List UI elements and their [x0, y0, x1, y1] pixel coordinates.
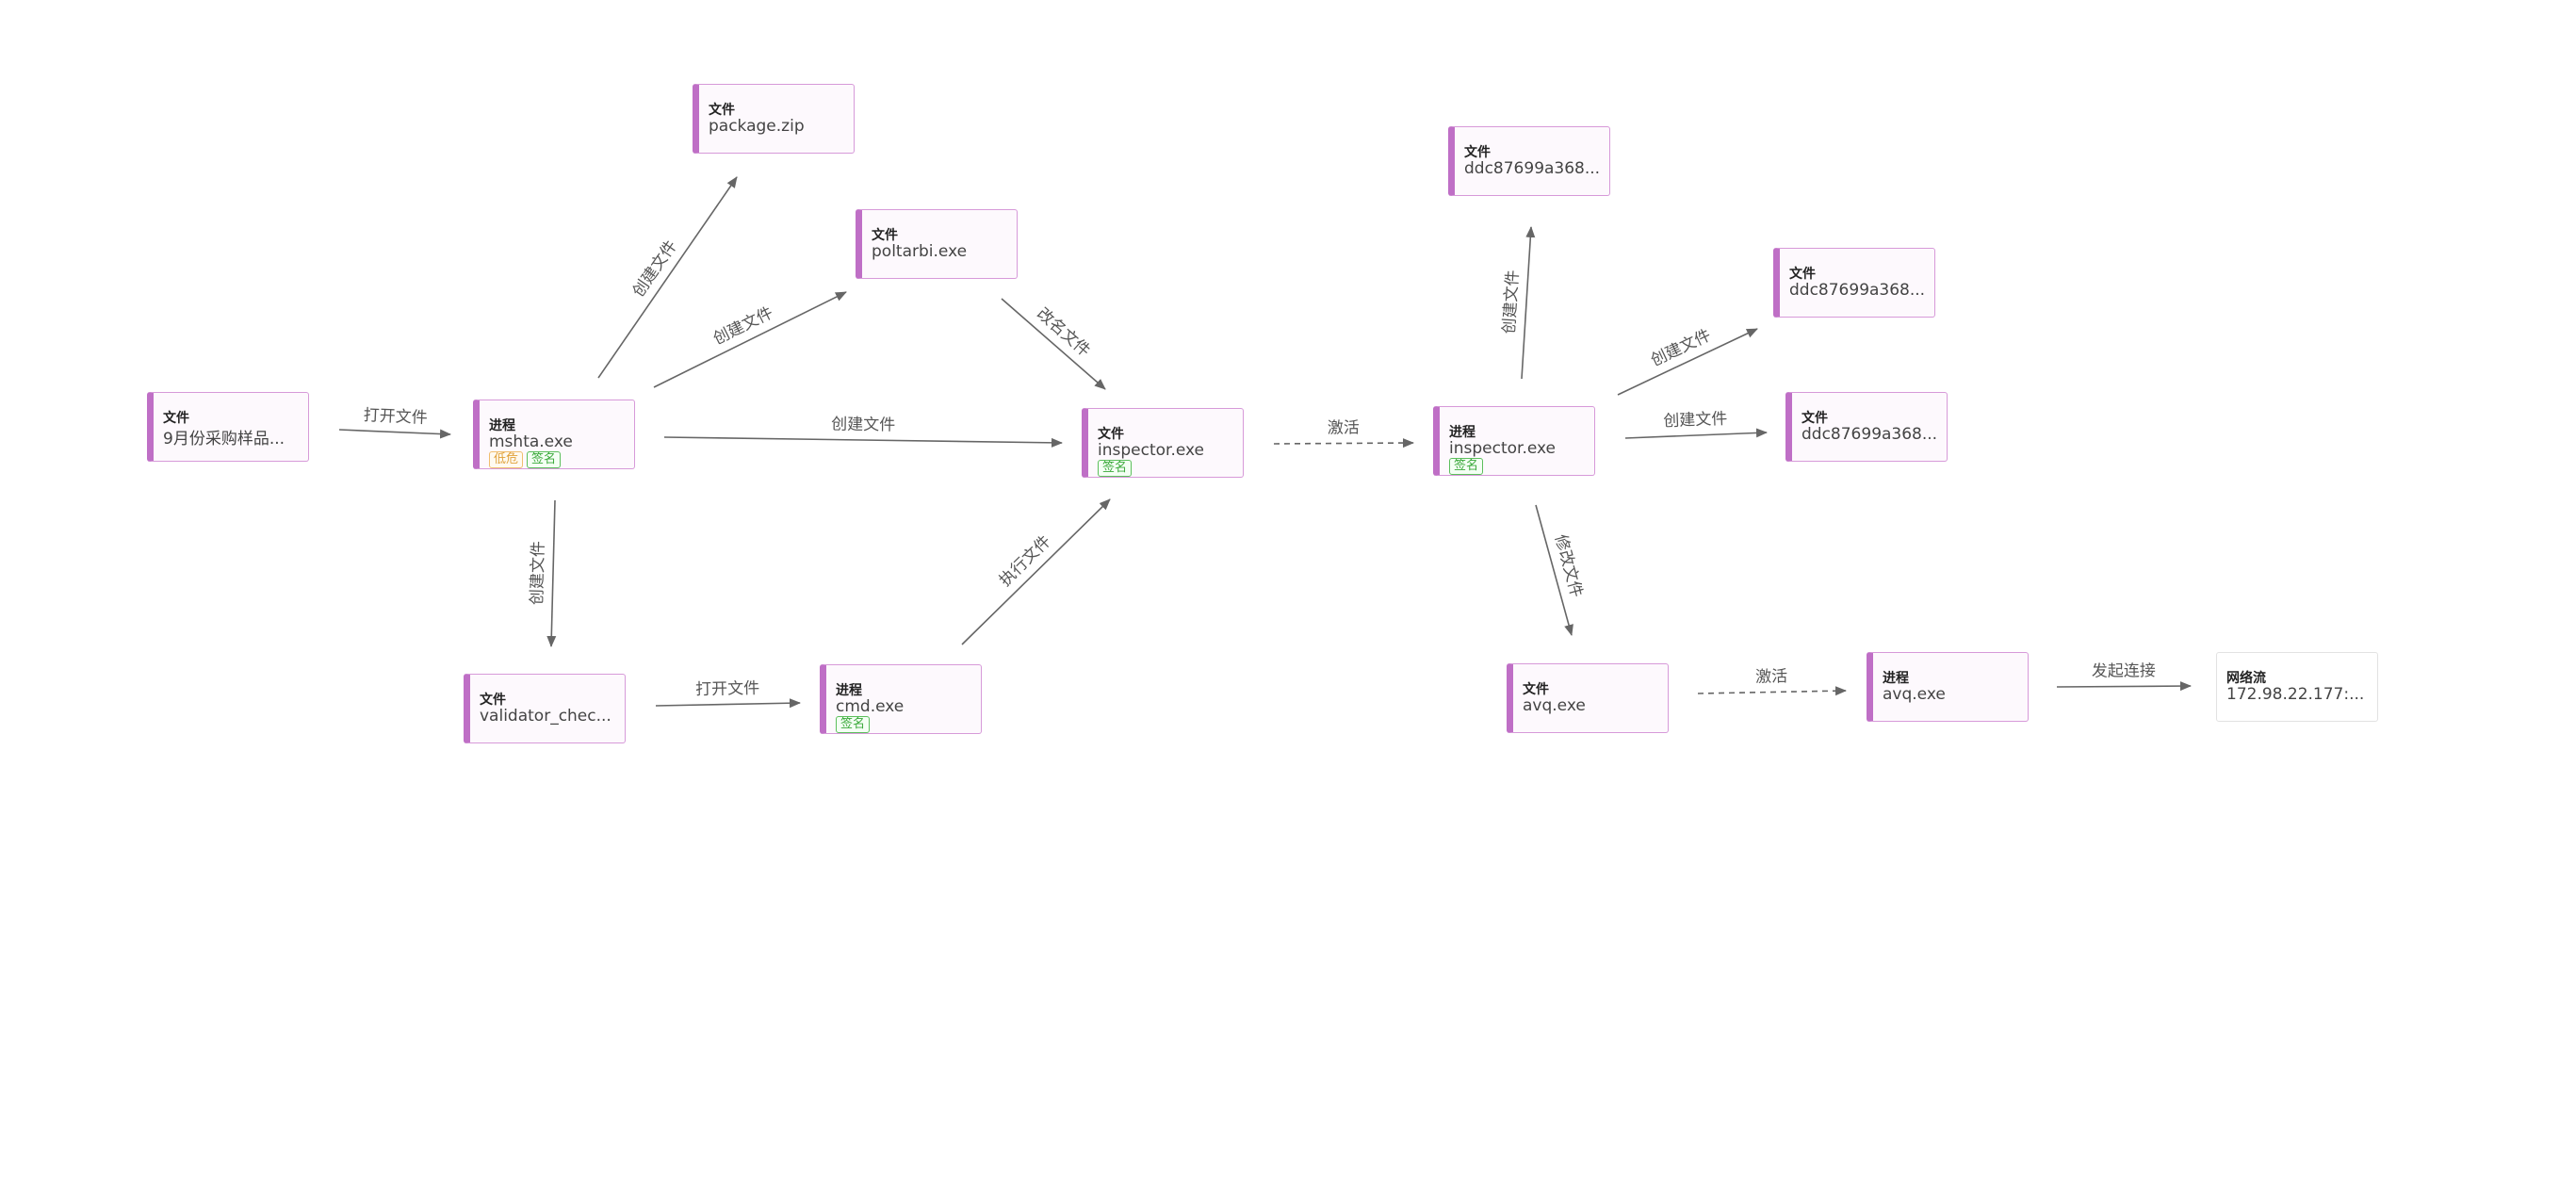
edge-n6-n7[interactable]: 打开文件 [655, 679, 801, 709]
node-badges: 签名 [1098, 460, 1133, 477]
edge-n5-n8[interactable]: 激活 [1273, 418, 1414, 449]
edge-line[interactable] [655, 698, 801, 709]
node-label: 9月份采购样品... [163, 430, 285, 449]
edge-n2-n3[interactable]: 创建文件 [597, 176, 738, 379]
node-label: avq.exe [1883, 685, 1946, 704]
edge-label: 打开文件 [363, 406, 428, 428]
edge-n12-n13[interactable]: 激活 [1697, 667, 1847, 696]
edge-n8-n10[interactable]: 创建文件 [1617, 326, 1758, 396]
edge-line[interactable] [338, 429, 451, 439]
edge-line[interactable] [2056, 681, 2192, 692]
node-label: inspector.exe [1098, 441, 1205, 460]
node-type: 文件 [163, 411, 189, 426]
edge-line[interactable] [653, 291, 847, 388]
signed-badge: 签名 [836, 716, 871, 733]
node-label: validator_chec... [480, 707, 611, 726]
edge-label: 打开文件 [695, 679, 759, 699]
edge-line[interactable] [1001, 298, 1106, 390]
edge-label: 修改文件 [1551, 532, 1586, 599]
edge-n1-n2[interactable]: 打开文件 [338, 406, 451, 439]
node-label: mshta.exe [489, 432, 573, 451]
edge-label: 创建文件 [831, 416, 895, 435]
edge-n7-n5[interactable]: 执行文件 [961, 498, 1111, 645]
edge-n2-n4[interactable]: 创建文件 [653, 291, 847, 388]
node-label: ddc87699a368... [1464, 159, 1601, 178]
node-label: ddc87699a368... [1802, 425, 1938, 444]
node-badges: 低危签名 [489, 451, 562, 468]
node-type: 文件 [1523, 682, 1549, 697]
edge-line[interactable] [1521, 226, 1536, 380]
file-node-n1[interactable]: 文件 9月份采购样品... [147, 392, 309, 462]
node-type: 进程 [836, 683, 862, 698]
node-type: 文件 [1464, 145, 1491, 160]
edge-line[interactable] [1273, 438, 1414, 449]
edge-line[interactable] [1624, 428, 1768, 439]
edge-n4-n5[interactable]: 改名文件 [1001, 298, 1106, 390]
node-badges: 签名 [1449, 458, 1484, 475]
edge-label: 发起连接 [2092, 661, 2156, 680]
risk-badge: 低危 [489, 451, 524, 468]
edge-label: 创建文件 [1648, 326, 1714, 370]
node-label: cmd.exe [836, 697, 905, 716]
node-label: poltarbi.exe [872, 242, 968, 261]
signed-badge: 签名 [527, 451, 562, 468]
edge-line[interactable] [1697, 686, 1847, 696]
edge-line[interactable] [1617, 328, 1758, 396]
edge-line[interactable] [546, 499, 557, 647]
node-type: 进程 [1883, 671, 1909, 686]
node-type: 文件 [1789, 267, 1816, 282]
edge-label: 创建文件 [528, 541, 548, 605]
edge-n2-n5[interactable]: 创建文件 [663, 416, 1063, 448]
node-type: 网络流 [2226, 671, 2266, 686]
node-label: avq.exe [1523, 696, 1586, 715]
edge-line[interactable] [961, 498, 1111, 645]
node-label: ddc87699a368... [1789, 281, 1926, 300]
edge-label: 激活 [1328, 418, 1360, 437]
edge-n8-n12[interactable]: 修改文件 [1535, 504, 1586, 636]
edge-label: 创建文件 [1663, 410, 1728, 432]
edge-label: 创建文件 [1500, 269, 1523, 334]
edge-n13-n14[interactable]: 发起连接 [2056, 661, 2192, 692]
node-type: 文件 [1802, 411, 1828, 426]
node-type: 文件 [1098, 427, 1124, 442]
node-type: 进程 [489, 418, 515, 433]
edge-n2-n6[interactable]: 创建文件 [528, 499, 557, 647]
signed-badge: 签名 [1098, 460, 1133, 477]
node-label: package.zip [709, 117, 805, 136]
edge-n8-n11[interactable]: 创建文件 [1624, 410, 1768, 439]
node-type: 进程 [1449, 425, 1475, 440]
node-label: 172.98.22.177:... [2226, 685, 2365, 704]
node-label: inspector.exe [1449, 439, 1557, 458]
edge-label: 激活 [1755, 667, 1787, 687]
node-type: 文件 [872, 228, 898, 243]
node-badges: 签名 [836, 716, 871, 733]
edge-line[interactable] [663, 436, 1063, 448]
signed-badge: 签名 [1449, 458, 1484, 475]
edge-label: 创建文件 [710, 303, 776, 349]
edge-n8-n9[interactable]: 创建文件 [1500, 226, 1536, 380]
edge-line[interactable] [597, 176, 738, 379]
node-type: 文件 [709, 103, 735, 118]
node-type: 文件 [480, 693, 506, 708]
edge-line[interactable] [1535, 504, 1573, 636]
